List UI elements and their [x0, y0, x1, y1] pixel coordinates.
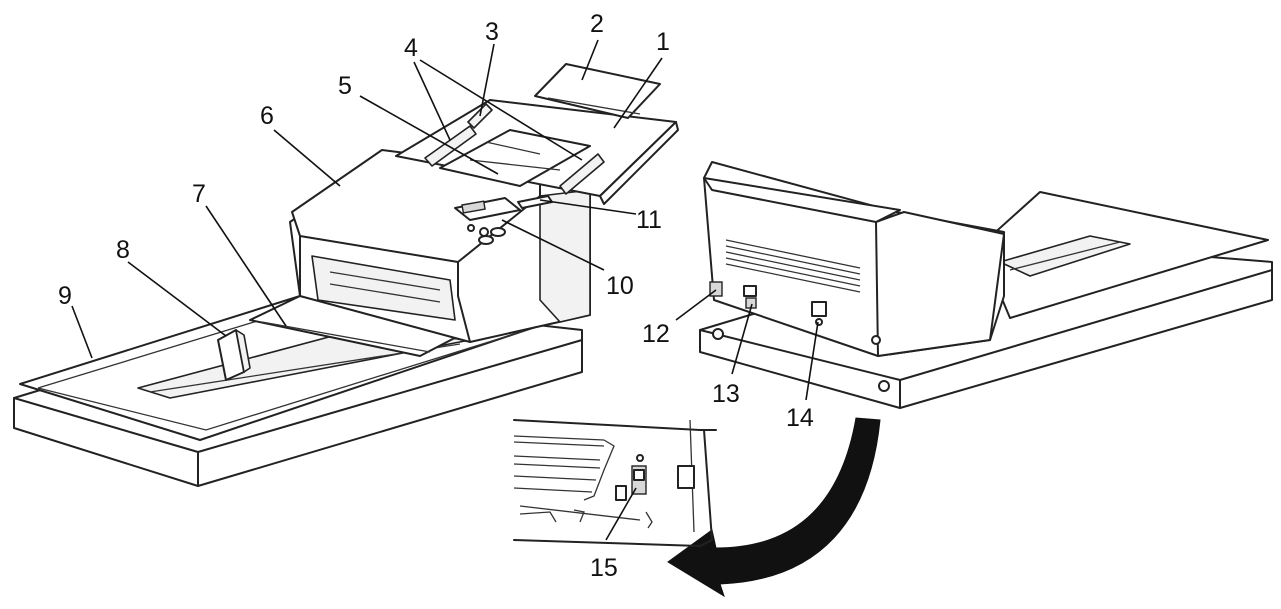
usb-port: [743, 285, 757, 297]
scanner-rear-view: [699, 161, 1273, 409]
adf-unit-front: [289, 63, 679, 343]
callout-14: 14: [786, 404, 814, 432]
callout-3: 3: [485, 18, 499, 46]
paper-guide-right: [559, 153, 605, 195]
callout-4: 4: [404, 34, 418, 62]
callout-1: 1: [656, 28, 670, 56]
detail-inset: [513, 419, 717, 547]
callout-2: 2: [590, 10, 604, 38]
paper-support-extension: [534, 63, 661, 119]
document-stopper: [217, 329, 251, 381]
paper-guide-left: [424, 125, 477, 167]
leader-lines: [71, 39, 819, 541]
callout-7: 7: [192, 180, 206, 208]
power-connector: [811, 301, 827, 317]
callout-11: 11: [636, 206, 662, 234]
callout-10: 10: [606, 272, 634, 300]
callout-5: 5: [338, 72, 352, 100]
callout-6: 6: [260, 102, 274, 130]
callout-8: 8: [116, 236, 130, 264]
detail-arrow: [667, 417, 881, 598]
control-panel: [454, 197, 521, 245]
callout-labels: 1 2 3 4 5 6 7 8 9 10 11 12 13 14 15: [58, 10, 814, 582]
rear-vent: [725, 239, 861, 293]
callout-15: 15: [590, 554, 618, 582]
callout-9: 9: [58, 282, 72, 310]
callout-12: 12: [642, 320, 670, 348]
switch-15: [631, 454, 647, 495]
callout-13: 13: [712, 380, 740, 408]
paper-exit: [311, 255, 456, 321]
